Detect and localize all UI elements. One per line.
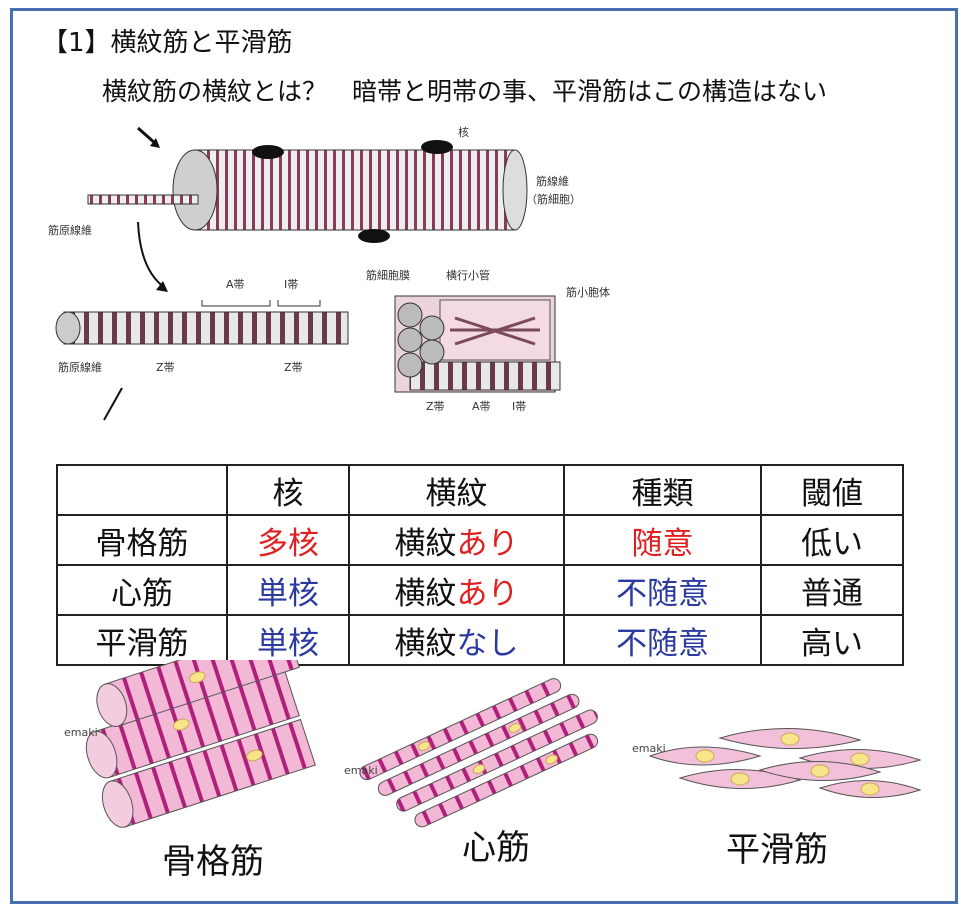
label-z-band-1: Z帯 — [156, 361, 175, 374]
striation-cell: 横紋あり — [348, 514, 565, 566]
table-row: 心筋 単核 横紋あり 不随意 普通 — [56, 564, 904, 616]
myofibril-long — [55, 311, 349, 345]
caption-smooth-muscle: 平滑筋 — [726, 830, 828, 870]
myofibril-strand — [87, 194, 199, 205]
label-sarcoplasmic-reticulum: 筋小胞体 — [566, 285, 610, 299]
label-sarcolemma: 筋細胞膜 — [366, 268, 410, 282]
table-row: 平滑筋 単核 横紋なし 不随意 高い — [56, 614, 904, 666]
header-cell: 閾値 — [760, 464, 904, 516]
caption-cardiac-muscle: 心筋 — [462, 828, 530, 868]
watermark-emaki-3: emaki — [632, 742, 666, 755]
muscle-illustrations: emaki emaki emaki — [64, 660, 922, 828]
muscle-comparison-table: 核 横紋 種類 閾値 骨格筋 多核 横紋あり 随意 低い 心筋 単核 横紋あり … — [56, 464, 904, 666]
label-t-tubule: 横行小管 — [446, 268, 490, 282]
subtitle-text: 横紋筋の横紋とは？ 暗帯と明帯の事、平滑筋はこの構造はない — [102, 77, 828, 106]
nucleus-cell: 単核 — [226, 564, 350, 616]
label-z-band-3: Z帯 — [426, 400, 445, 413]
row-name: 平滑筋 — [56, 614, 228, 666]
label-myofibril-2: 筋原線維 — [58, 360, 102, 374]
watermark-emaki-2: emaki — [344, 764, 378, 777]
caption-skeletal-muscle: 骨格筋 — [162, 842, 264, 882]
pointer-arrow — [137, 126, 157, 146]
label-nucleus: 核 — [458, 125, 469, 139]
header-cell: 種類 — [563, 464, 762, 516]
skeletal-muscle-illustration — [85, 660, 316, 828]
striation-cell: 横紋あり — [348, 564, 565, 616]
header-cell: 横紋 — [348, 464, 565, 516]
table-header-row: 核 横紋 種類 閾値 — [56, 464, 904, 516]
type-cell: 随意 — [563, 514, 762, 566]
label-z-band-2: Z帯 — [284, 361, 303, 374]
row-name: 骨格筋 — [56, 514, 228, 566]
watermark-emaki-1: emaki — [64, 726, 98, 739]
myofibril-bundle — [394, 295, 561, 393]
header-cell — [56, 464, 228, 516]
pointer-arrow-2 — [137, 221, 166, 289]
muscle-fiber-cylinder — [172, 140, 528, 243]
label-myofibril: 筋原線維 — [48, 223, 92, 237]
nucleus-cell: 多核 — [226, 514, 350, 566]
threshold-cell: 高い — [760, 614, 904, 666]
striation-cell: 横紋なし — [348, 614, 565, 666]
threshold-cell: 普通 — [760, 564, 904, 616]
label-a-band-2: A帯 — [472, 400, 491, 413]
label-muscle-fiber: 筋線維 — [536, 174, 569, 188]
muscle-structure-diagram: 核 筋線維 （筋細胞） 筋原線維 A帯 I帯 筋原線維 Z帯 Z帯 筋細胞膜 横… — [48, 125, 610, 421]
label-i-band: I帯 — [284, 278, 298, 291]
table-row: 骨格筋 多核 横紋あり 随意 低い — [56, 514, 904, 566]
page-frame — [10, 8, 958, 904]
header-cell: 核 — [226, 464, 350, 516]
type-cell: 不随意 — [563, 564, 762, 616]
threshold-cell: 低い — [760, 514, 904, 566]
cardiac-muscle-illustration — [359, 678, 599, 828]
row-name: 心筋 — [56, 564, 228, 616]
section-heading: 【1】横紋筋と平滑筋 — [42, 28, 293, 58]
type-cell: 不随意 — [563, 614, 762, 666]
label-i-band-2: I帯 — [512, 400, 526, 413]
smooth-muscle-illustration — [648, 727, 922, 799]
label-muscle-cell: （筋細胞） — [526, 192, 581, 206]
label-a-band: A帯 — [226, 278, 245, 291]
nucleus-cell: 単核 — [226, 614, 350, 666]
